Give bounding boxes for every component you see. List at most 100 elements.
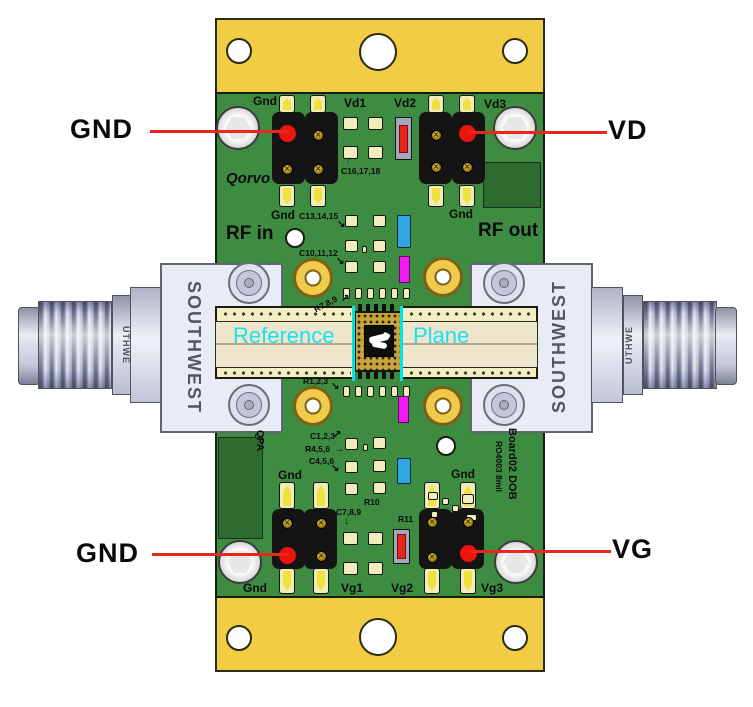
silk-r10: R10 (364, 497, 380, 507)
pcb-dark-zone (483, 162, 541, 208)
via-hole (285, 228, 305, 248)
sma-barrel-cap (715, 307, 737, 385)
plate-mounting-hole (502, 38, 528, 64)
mmic-chip (354, 311, 402, 372)
callout-line-gnd-bottom (152, 553, 289, 556)
silk-substrate: RO4003 8mil (494, 441, 504, 493)
plated-hole (423, 386, 463, 426)
silk-qpa: QPA (254, 430, 265, 451)
ref-arrow-icon: → (334, 444, 344, 455)
ref-arrow-icon: ↘ (331, 381, 340, 392)
chip-pad-row (358, 304, 398, 312)
ref-arrow-icon: ↓ (344, 516, 349, 527)
silk-vg3: Vg3 (481, 581, 504, 595)
silk-c1-2-3: C1,2,3 (310, 431, 336, 441)
header-vg (451, 509, 484, 569)
callout-line-vg (469, 550, 611, 553)
header-gnd-bottom (304, 509, 337, 569)
via-row (219, 310, 351, 316)
sma-collar (591, 287, 623, 403)
corner-screw (216, 106, 260, 150)
silk-vg1: Vg1 (341, 581, 364, 595)
silk-vd1: Vd1 (344, 96, 367, 110)
sma-brand-text: SOUTHWEST (549, 280, 569, 414)
callout-label-vg: VG (612, 534, 654, 564)
smd-component-magenta (398, 396, 409, 423)
header-vd (419, 112, 452, 184)
silk-gnd: Gnd (451, 467, 475, 481)
callout-label-gnd-top: GND (70, 114, 133, 144)
header-gnd-top (272, 112, 305, 184)
sma-neck-brand-text: UTHWE (121, 326, 131, 364)
ref-arrow-icon: ↘ (331, 463, 340, 474)
flange-screw (483, 262, 525, 304)
silk-vd3: Vd3 (484, 97, 507, 111)
header-gnd-bottom (272, 509, 305, 569)
corner-screw (494, 540, 538, 584)
silk-r1-2-3: R1,2,3 (303, 376, 329, 386)
plate-mounting-hole (226, 625, 252, 651)
ref-arrow-icon: ↗ (341, 293, 350, 304)
chip-pad-row (358, 371, 398, 379)
via-row (219, 369, 351, 375)
smd-capacitor-red (399, 125, 408, 153)
silk-board-id: Board02 DOB (506, 428, 518, 500)
silk-gnd: Gnd (449, 207, 473, 221)
via-hole (436, 436, 456, 456)
chip-die (364, 325, 394, 357)
plated-hole (293, 386, 333, 426)
silk-rf-in: RF in (226, 223, 274, 244)
reference-plane-label-left: Reference (233, 323, 335, 348)
callout-label-gnd-bottom: GND (76, 538, 139, 568)
silk-vg2: Vg2 (391, 581, 414, 595)
ref-arrow-icon: ↘ (337, 219, 346, 230)
via-row (405, 310, 534, 316)
ref-arrow-icon: ↗ (333, 429, 342, 440)
smd-component-blue (397, 215, 411, 248)
silk-gnd: Gnd (271, 208, 295, 222)
corner-screw (218, 540, 262, 584)
silk-r11: R11 (398, 514, 414, 524)
silk-c10-11-12: C10,11,12 (299, 248, 338, 258)
silk-c7-8-9: C7,8,9 (336, 507, 362, 517)
reference-plane-label-right: Plane (413, 323, 470, 348)
silk-c4-5-6: C4,5,6 (309, 456, 335, 466)
microstrip-left (215, 321, 353, 368)
plated-hole (293, 258, 333, 298)
sma-threads (38, 301, 112, 389)
silk-vd2: Vd2 (394, 96, 417, 110)
silk-r4-5-6: R4,5,6 (305, 444, 331, 454)
sma-brand-text: SOUTHWEST (184, 280, 204, 414)
reference-plane-line (352, 306, 355, 381)
reference-plane-line (400, 306, 403, 381)
header-gnd-top (305, 112, 338, 184)
ref-arrow-icon: ↘ (336, 256, 345, 267)
smd-capacitor-red (397, 534, 406, 559)
plate-mounting-hole (359, 618, 397, 656)
sma-collar (130, 287, 162, 403)
silk-c16-17-18: C16,17,18 (341, 166, 381, 176)
callout-line-vd (468, 131, 607, 134)
silk-qorvo: Qorvo (226, 170, 271, 187)
silk-gnd: Gnd (253, 94, 277, 108)
silk-gnd: Gnd (243, 581, 267, 595)
flange-screw (483, 384, 525, 426)
smd-component-magenta (399, 256, 410, 283)
sma-neck (623, 295, 643, 395)
header-vg (419, 509, 452, 569)
corner-screw (493, 106, 537, 150)
silk-gnd: Gnd (278, 468, 302, 482)
sma-neck-brand-text: UTHWE (624, 326, 634, 364)
flange-screw (228, 262, 270, 304)
microstrip-right (400, 321, 538, 368)
plate-mounting-hole (359, 33, 397, 71)
sma-barrel-cap (18, 307, 40, 385)
sma-threads (643, 301, 717, 389)
silk-c13-14-15: C13,14,15 (299, 211, 339, 221)
plate-mounting-hole (502, 625, 528, 651)
flange-screw (228, 384, 270, 426)
header-vd (452, 112, 485, 184)
callout-label-vd: VD (608, 115, 648, 145)
silk-rf-out: RF out (478, 220, 539, 241)
